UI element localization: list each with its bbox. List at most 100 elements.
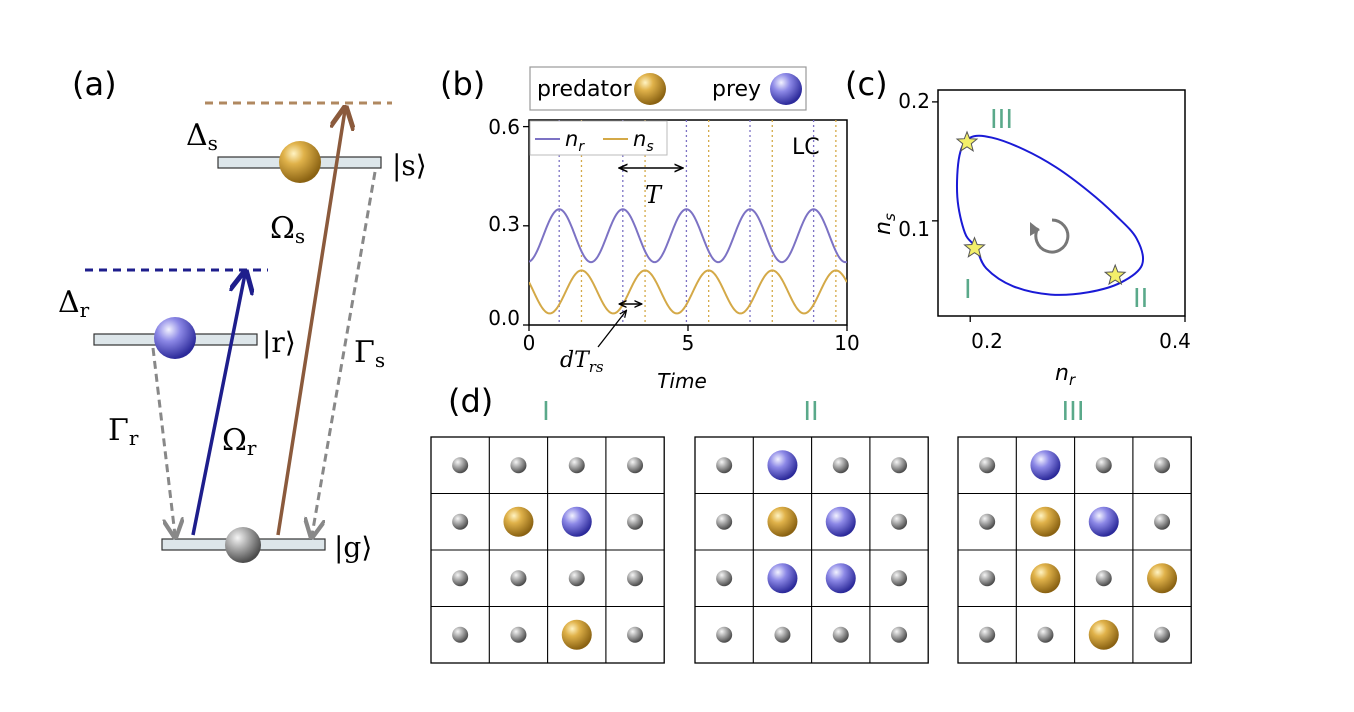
- predator-atom: [1147, 563, 1178, 594]
- prey-atom: [154, 317, 196, 359]
- grid-title-II: II: [803, 397, 818, 427]
- ket-g-label: |g⟩: [334, 531, 372, 564]
- ground-atom: [452, 513, 469, 530]
- ground-atom: [452, 457, 469, 474]
- c-xlabel: nr: [1055, 361, 1076, 389]
- state-star-3: [955, 130, 979, 152]
- ground-atom: [979, 513, 996, 530]
- species-legend: [529, 66, 807, 111]
- ground-atom: [1154, 457, 1171, 474]
- ground-atom: [1095, 457, 1112, 474]
- ground-atom: [716, 457, 733, 474]
- prey-atom: [825, 563, 856, 594]
- prey-atom: [1030, 450, 1061, 481]
- ground-atom: [774, 626, 791, 643]
- dt-label: dTrs: [560, 348, 604, 376]
- counterclockwise-icon: [1030, 218, 1070, 254]
- gamma-r-label: Γr: [108, 413, 139, 450]
- panel-a-label: (a): [72, 65, 117, 103]
- ground-atom: [1037, 626, 1054, 643]
- predator-atom: [1030, 563, 1061, 594]
- ground-atom: [891, 513, 908, 530]
- predator-atom: [503, 506, 534, 537]
- b-ytick-03: 0.3: [488, 212, 520, 236]
- gamma-s-arrow: [312, 171, 377, 535]
- prey-atom: [561, 506, 592, 537]
- ground-atom: [891, 457, 908, 474]
- legend-ns-label: ns: [633, 127, 654, 155]
- ground-atom: [891, 626, 908, 643]
- ket-r-label: |r⟩: [262, 326, 296, 359]
- b-xtick-5: 5: [682, 331, 695, 355]
- omega-r-label: Ωr: [222, 423, 257, 460]
- ground-atom: [1154, 513, 1171, 530]
- limit-cycle-tag: LC: [792, 135, 820, 160]
- ground-atom: [979, 626, 996, 643]
- c-xtick-02: 0.2: [971, 329, 1003, 353]
- marker-II: II: [1133, 284, 1148, 314]
- lattice-grid-I: [430, 436, 665, 664]
- series-legend: [529, 120, 668, 156]
- ground-atom: [832, 626, 849, 643]
- ground-atom: [225, 527, 261, 563]
- ground-atom: [510, 570, 527, 587]
- panel-d: (d) I II III: [430, 382, 1192, 664]
- state-star-1: [963, 236, 986, 258]
- prey-atom: [767, 563, 798, 594]
- prey-atom: [1088, 506, 1119, 537]
- ground-atom: [1154, 626, 1171, 643]
- series-line-n_r: [529, 208, 847, 264]
- plot-c-frame: [937, 89, 1186, 317]
- predator-atom: [1088, 619, 1119, 650]
- ground-atom: [832, 457, 849, 474]
- ground-atom: [627, 457, 644, 474]
- legend-predator-label: predator: [537, 77, 633, 102]
- predator-atom: [1030, 506, 1061, 537]
- ket-s-label: |s⟩: [392, 149, 427, 182]
- ground-atom: [716, 570, 733, 587]
- b-xtick-0: 0: [523, 331, 536, 355]
- marker-III: III: [990, 105, 1013, 135]
- legend-predator-icon: [634, 73, 666, 105]
- panel-c: (c) I II III 0.2 0.4 0.1 0.2 nr ns: [845, 65, 1191, 389]
- dt-pointer: [597, 311, 626, 348]
- panel-d-label: (d): [448, 382, 493, 420]
- lattice-grid-III: [957, 436, 1192, 664]
- c-ylabel: ns: [871, 213, 899, 235]
- ground-atom: [568, 457, 585, 474]
- b-xlabel: Time: [657, 369, 707, 393]
- ground-atom: [979, 457, 996, 474]
- ground-atom: [510, 457, 527, 474]
- limit-cycle-curve: [955, 134, 1144, 296]
- ground-atom: [627, 570, 644, 587]
- b-xtick-10: 10: [834, 331, 859, 355]
- detuning-r-label: Δr: [58, 285, 90, 322]
- ground-atom: [1095, 570, 1112, 587]
- omega-s-label: Ωs: [270, 211, 305, 248]
- omega-r-arrow: [191, 274, 245, 536]
- predator-atom: [561, 619, 592, 650]
- ground-atom: [627, 626, 644, 643]
- ground-atom: [627, 513, 644, 530]
- ground-atom: [716, 626, 733, 643]
- detuning-s-label: Δs: [186, 118, 218, 155]
- marker-I: I: [964, 275, 972, 305]
- c-ytick-01: 0.1: [898, 217, 930, 241]
- legend-prey-icon: [770, 73, 802, 105]
- grid-title-III: III: [1061, 397, 1084, 427]
- c-ytick-02: 0.2: [898, 89, 930, 113]
- b-ytick-06: 0.6: [488, 115, 520, 139]
- panel-c-label: (c): [845, 65, 888, 103]
- period-label: T: [645, 181, 663, 209]
- gamma-r-arrow: [151, 347, 175, 535]
- lattice-grid-II: [694, 436, 929, 664]
- ground-atom: [452, 570, 469, 587]
- ground-atom: [979, 570, 996, 587]
- ground-atom: [510, 626, 527, 643]
- panel-b-label: (b): [440, 65, 485, 103]
- legend-nr-label: nr: [565, 127, 585, 155]
- panel-b: (b) predator prey nr ns LC T dTrs 0 5 10…: [440, 65, 860, 393]
- ground-atom: [716, 513, 733, 530]
- c-xtick-04: 0.4: [1159, 329, 1191, 353]
- predator-atom: [767, 506, 798, 537]
